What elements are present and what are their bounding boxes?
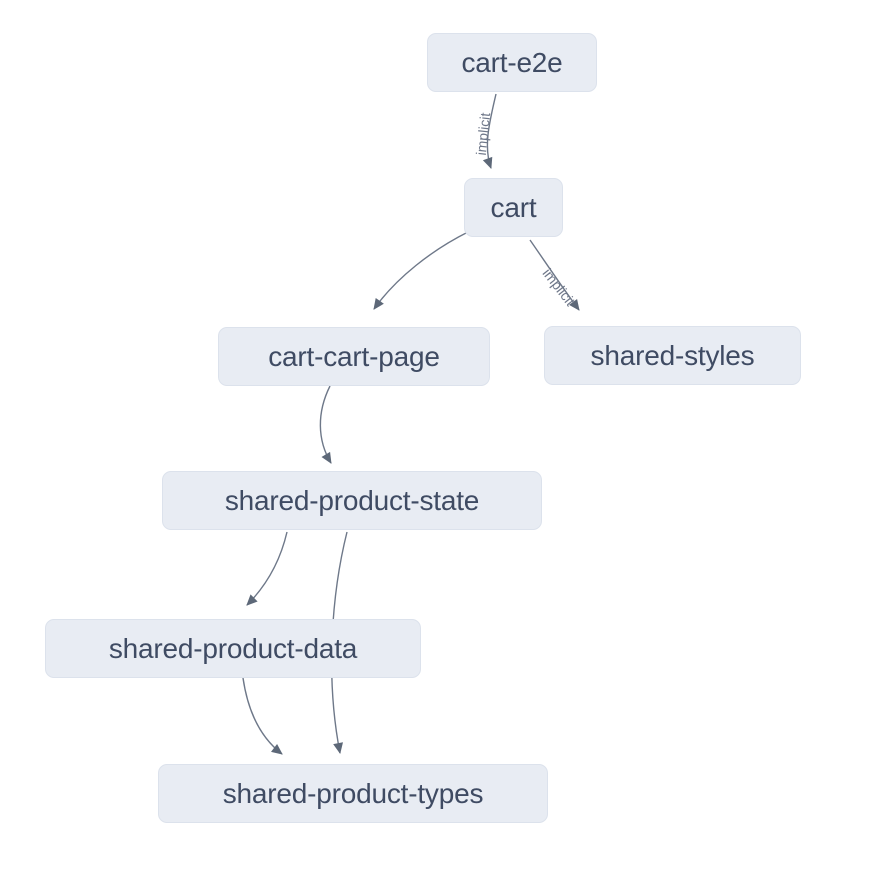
node-cart-cart-page[interactable]: cart-cart-page (218, 327, 490, 386)
node-shared-product-types[interactable]: shared-product-types (158, 764, 548, 823)
node-label-shared-product-state: shared-product-state (224, 484, 480, 516)
node-label-cart: cart (490, 191, 537, 223)
node-label-shared-product-data: shared-product-data (108, 632, 358, 664)
edge-shared-product-data-to-shared-product-types (242, 677, 283, 755)
node-shared-product-state[interactable]: shared-product-state (162, 471, 542, 530)
edge-cart-to-cart-cart-page (373, 231, 469, 310)
edge-shared-product-state-to-shared-product-data (246, 531, 288, 606)
node-shared-styles[interactable]: shared-styles (544, 326, 801, 385)
node-label-cart-cart-page: cart-cart-page (268, 340, 440, 372)
node-label-shared-styles: shared-styles (590, 339, 755, 371)
edge-cart-cart-page-to-shared-product-state (319, 385, 332, 464)
edge-cart-e2e-to-cart (482, 93, 497, 169)
node-label-shared-product-types: shared-product-types (222, 777, 484, 809)
node-cart[interactable]: cart (464, 178, 563, 237)
node-label-cart-e2e: cart-e2e (461, 46, 563, 78)
node-shared-product-data[interactable]: shared-product-data (45, 619, 421, 678)
node-cart-e2e[interactable]: cart-e2e (427, 33, 597, 92)
edge-cart-to-shared-styles (529, 239, 580, 311)
